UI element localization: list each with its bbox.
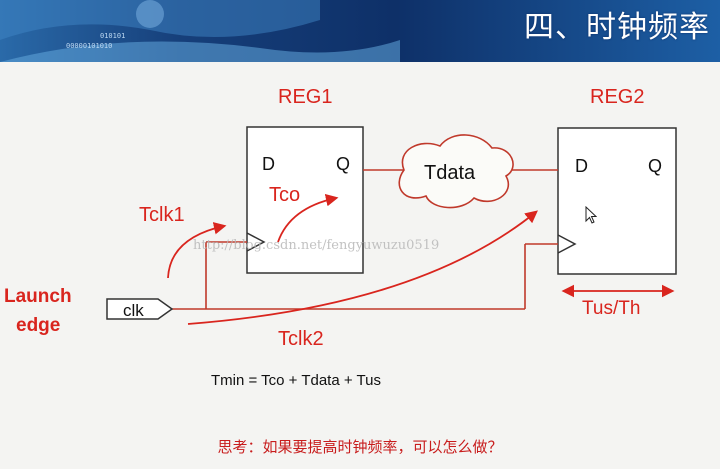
launch-label: Launch <box>4 286 72 307</box>
tco-label: Tco <box>269 184 300 206</box>
tclk2-label: Tclk2 <box>278 328 324 350</box>
banner-wave <box>0 40 400 62</box>
formula-text: Tmin = Tco + Tdata + Tus <box>211 372 381 389</box>
tclk1-label: Tclk1 <box>139 204 185 226</box>
reg2-label: REG2 <box>590 86 644 108</box>
page-title: 四、时钟频率 <box>524 10 710 45</box>
reg1-q-pin: Q <box>336 154 350 174</box>
tus-th-label: Tus/Th <box>582 298 640 319</box>
mouse-pointer-icon <box>585 206 597 224</box>
tclk1-arrow <box>167 222 227 279</box>
banner-bits-2: 00000101010 <box>66 42 112 50</box>
reg1-label: REG1 <box>278 86 332 108</box>
reg1-box <box>246 126 364 274</box>
question-text: 思考：如果要提高时钟频率，可以怎么做？ <box>217 438 503 456</box>
reg1-clock-symbol <box>246 232 266 252</box>
reg2-clock-symbol <box>557 234 577 254</box>
tclk2-arrow <box>187 210 538 325</box>
reg2-box <box>557 127 677 275</box>
reg1-d-pin: D <box>262 154 275 174</box>
clk-label: clk <box>123 301 144 320</box>
clk-input-port <box>106 298 174 320</box>
reg2-q-pin: Q <box>648 156 662 176</box>
tdata-cloud <box>398 134 514 209</box>
edge-label: edge <box>16 315 60 336</box>
tdata-label: Tdata <box>424 162 476 184</box>
banner-bits-1: 010101 <box>100 32 125 40</box>
reg2-d-pin: D <box>575 156 588 176</box>
header-banner: 010101 00000101010 <box>0 0 720 62</box>
tco-arrow <box>277 193 339 243</box>
watermark-url: http://blog.csdn.net/fengyuwuzu0519 <box>193 238 439 253</box>
banner-globe <box>136 0 164 28</box>
